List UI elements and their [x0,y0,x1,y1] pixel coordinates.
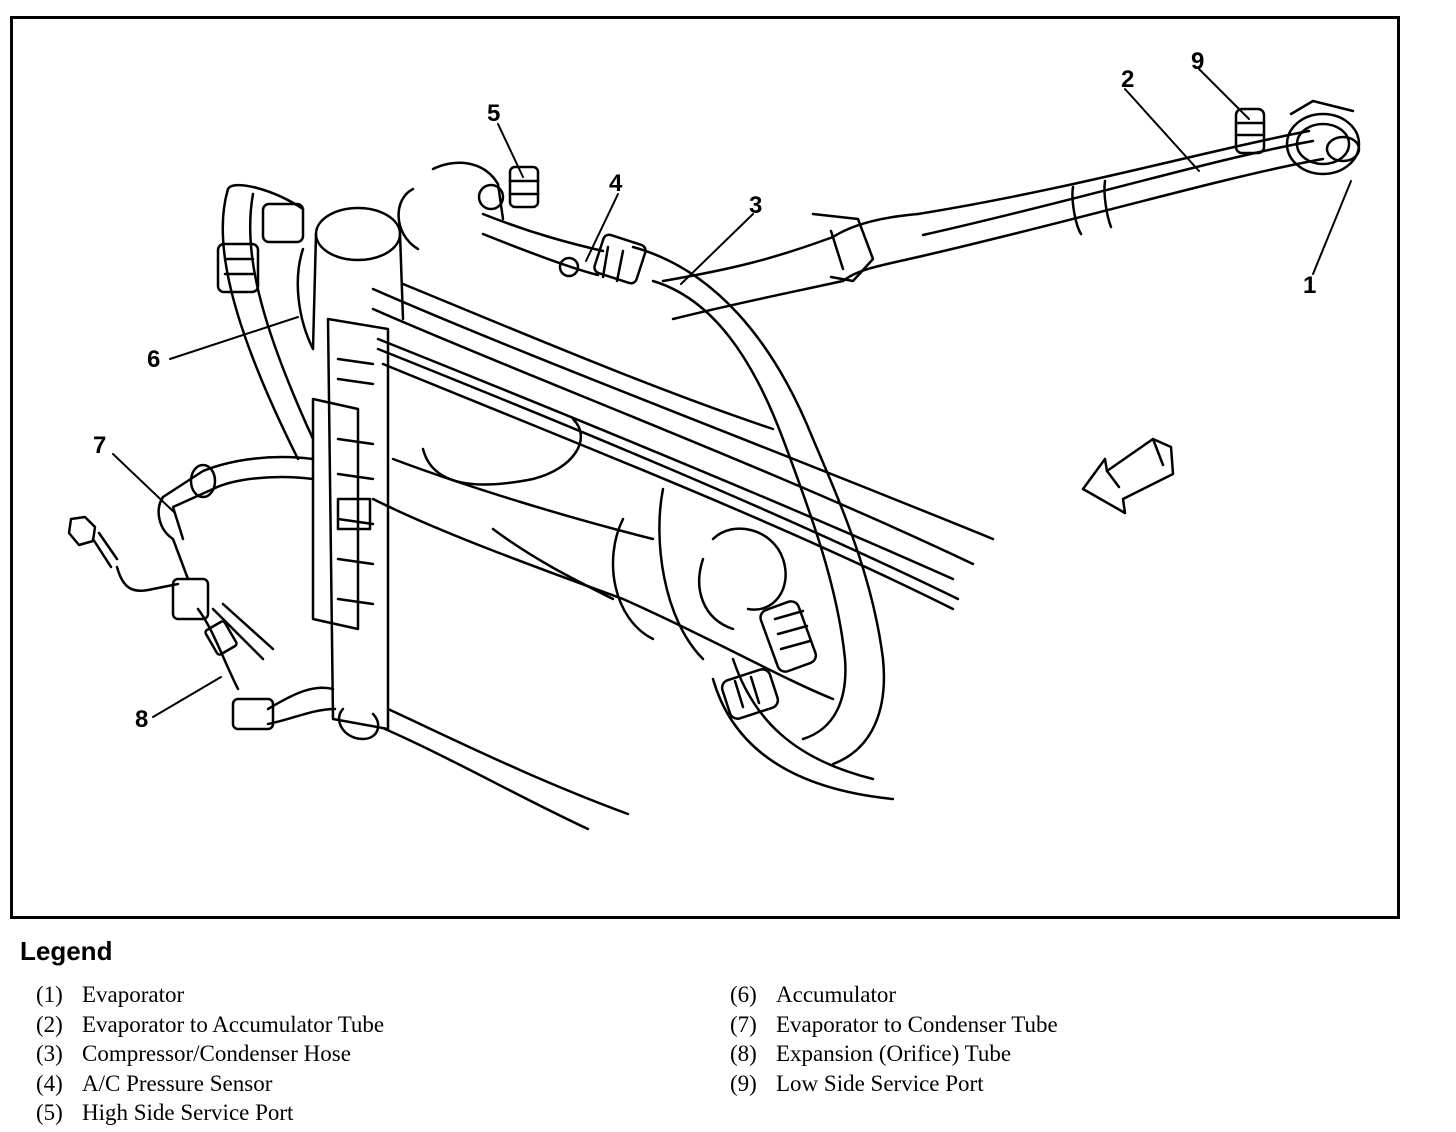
legend-number: (3) [36,1041,63,1066]
legend-number: (7) [730,1011,757,1037]
legend-text: A/C Pressure Sensor [82,1070,273,1096]
callout-6: 6 [147,346,160,373]
legend-text: Evaporator to Accumulator Tube [82,1011,385,1037]
legend-item: (4) A/C Pressure Sensor [36,1069,384,1099]
evaporator-to-accumulator-tube [831,129,1325,283]
legend-item: (6) Accumulator [730,980,1058,1010]
forward-arrow-icon [1081,437,1175,515]
lower-hose-fitting [720,600,818,720]
callout-5: 5 [487,100,500,127]
leader-lines [112,68,1352,718]
compressor-condenser-hose [593,233,886,766]
long-tube [661,235,845,321]
condenser-core [371,282,995,611]
bolt [67,515,180,593]
legend-item: (7) Evaporator to Condenser Tube [730,1010,1058,1040]
figure-frame: 1 2 3 4 5 6 7 8 9 [10,16,1400,919]
callout-9: 9 [1191,48,1204,75]
evaporator-to-condenser-tube [157,455,315,581]
accumulator [216,183,420,461]
legend-item: (3) Compressor/Condenser Hose [36,1039,384,1069]
legend-text: Evaporator to Condenser Tube [776,1011,1058,1037]
callout-2: 2 [1121,66,1134,93]
condenser-bracket [311,317,390,741]
legend-number: (2) [36,1011,63,1037]
legend-item: (9) Low Side Service Port [730,1069,1058,1099]
legend-column-right: (6) Accumulator (7) Evaporator to Condense… [730,980,1058,1098]
legend-column-left: (1) Evaporator (2) Evaporator to Accumulat… [36,980,384,1128]
high-side-service-port [431,161,540,221]
legend-number: (9) [730,1070,757,1096]
compressor-body [421,417,895,801]
legend-item: (1) Evaporator [36,980,384,1010]
callout-8: 8 [135,706,148,733]
legend-number: (5) [36,1100,63,1125]
legend-number: (4) [36,1070,63,1096]
ac-pressure-sensor [481,212,605,278]
legend-text: Expansion (Orifice) Tube [776,1041,1012,1066]
legend-item: (5) High Side Service Port [36,1098,384,1128]
legend-number: (8) [730,1041,757,1066]
legend-item: (8) Expansion (Orifice) Tube [730,1039,1058,1069]
legend-text: Accumulator [776,982,897,1007]
callout-4: 4 [609,170,623,197]
legend-text: Low Side Service Port [776,1070,984,1096]
legend-text: Compressor/Condenser Hose [82,1041,351,1066]
callout-1: 1 [1303,272,1316,299]
expansion-orifice-tube [171,577,337,731]
callout-3: 3 [749,192,762,219]
legend-number: (1) [36,982,63,1007]
legend-text: Evaporator [82,982,185,1007]
legend-item: (2) Evaporator to Accumulator Tube [36,1010,384,1040]
ac-system-diagram: 1 2 3 4 5 6 7 8 9 [67,48,1361,831]
evaporator-flange [1285,99,1361,176]
legend-number: (6) [730,982,757,1007]
legend-text: High Side Service Port [82,1100,294,1125]
callout-7: 7 [93,432,106,459]
low-side-service-port [1234,107,1266,155]
legend-heading: Legend [20,936,113,966]
lower-tubes [371,457,835,831]
